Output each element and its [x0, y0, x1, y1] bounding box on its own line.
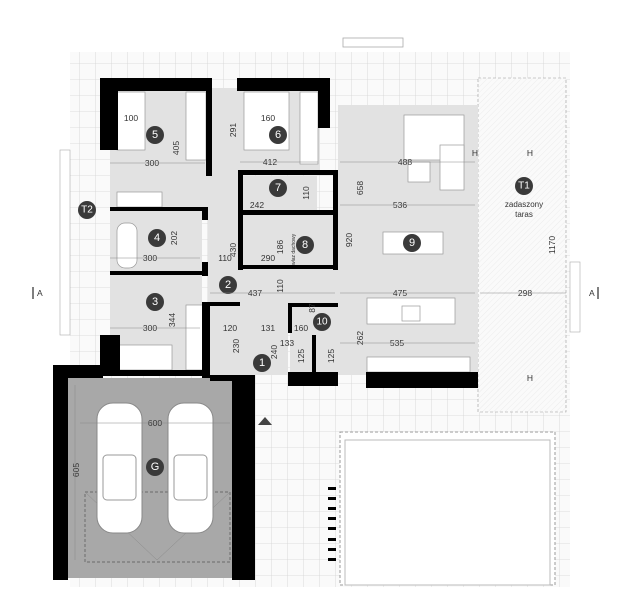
svg-text:658: 658 — [355, 181, 365, 195]
terrace-t1-area — [477, 77, 567, 413]
terrace-note-line1: zadaszony — [505, 200, 543, 209]
svg-text:290: 290 — [261, 253, 275, 263]
pool-basin — [344, 439, 551, 586]
svg-text:405: 405 — [171, 141, 181, 155]
right-terrace-edge — [569, 261, 581, 333]
car-left — [96, 402, 143, 534]
svg-text:262: 262 — [355, 331, 365, 345]
room-label-9: 9 — [403, 234, 421, 252]
svg-text:10: 10 — [316, 317, 328, 328]
bed-single-5 — [116, 91, 146, 151]
svg-text:160: 160 — [261, 113, 275, 123]
svg-text:344: 344 — [167, 313, 177, 327]
cooktop — [401, 305, 421, 322]
svg-text:1: 1 — [259, 357, 265, 369]
svg-text:1170: 1170 — [547, 236, 557, 255]
room-label-7: 7 — [269, 179, 287, 197]
svg-text:H: H — [527, 373, 533, 383]
kitchen-counter — [366, 356, 471, 373]
room-label-6: 6 — [269, 126, 287, 144]
wardrobe-6 — [299, 91, 319, 165]
svg-text:4: 4 — [154, 232, 160, 244]
wardrobe-3 — [185, 304, 205, 371]
dimension-lines — [74, 161, 566, 560]
svg-text:291: 291 — [228, 123, 238, 137]
room-label-3: 3 — [146, 293, 164, 311]
room-2-hall — [208, 88, 238, 378]
svg-text:110: 110 — [218, 253, 232, 263]
room-label-t2: T2 — [78, 201, 96, 219]
room-label-4: 4 — [148, 229, 166, 247]
roof-hatch-note: właz dachowy — [291, 233, 297, 265]
left-terrace-edge — [59, 149, 71, 336]
pool-steps — [328, 487, 336, 561]
svg-text:242: 242 — [250, 200, 264, 210]
svg-text:133: 133 — [280, 338, 294, 348]
svg-text:A: A — [37, 288, 43, 298]
bathtub-4 — [116, 222, 138, 269]
room-8-technical — [242, 214, 336, 268]
room-label-t1: T1 — [515, 177, 533, 195]
svg-text:6: 6 — [275, 129, 281, 141]
svg-text:125: 125 — [296, 349, 306, 363]
section-mark-left: A — [32, 287, 43, 299]
room-label-1: 1 — [253, 354, 271, 372]
svg-text:240: 240 — [269, 345, 279, 359]
svg-text:920: 920 — [344, 233, 354, 247]
terrace-note-line2: taras — [515, 210, 533, 219]
bed-single-3 — [116, 344, 173, 371]
svg-text:100: 100 — [124, 113, 138, 123]
svg-text:T2: T2 — [81, 205, 93, 216]
svg-text:7: 7 — [275, 182, 281, 194]
desk-5 — [116, 191, 163, 208]
svg-text:A: A — [589, 288, 595, 298]
svg-text:120: 120 — [223, 323, 237, 333]
room-label-10: 10 — [313, 313, 331, 331]
svg-text:605: 605 — [71, 463, 81, 477]
svg-text:G: G — [151, 461, 160, 473]
svg-text:230: 230 — [231, 339, 241, 353]
svg-text:110: 110 — [275, 279, 285, 293]
svg-text:T1: T1 — [518, 181, 530, 192]
svg-text:160: 160 — [294, 323, 308, 333]
entrance-arrow-icon — [258, 417, 272, 425]
room-label-g: G — [146, 458, 164, 476]
svg-text:H: H — [527, 148, 533, 158]
svg-text:9: 9 — [409, 237, 415, 249]
svg-text:H: H — [472, 148, 478, 158]
svg-text:110: 110 — [301, 186, 311, 200]
room-label-8: 8 — [296, 236, 314, 254]
svg-text:2: 2 — [225, 279, 231, 291]
top-element — [342, 37, 404, 48]
svg-text:202: 202 — [169, 231, 179, 245]
svg-text:125: 125 — [326, 349, 336, 363]
svg-text:131: 131 — [261, 323, 275, 333]
walls — [53, 78, 478, 580]
car-right — [167, 402, 214, 534]
garage-door — [84, 491, 231, 563]
svg-text:8: 8 — [302, 239, 308, 251]
room-label-5: 5 — [146, 126, 164, 144]
svg-text:5: 5 — [152, 129, 158, 141]
wardrobe-5 — [185, 91, 207, 161]
svg-text:186: 186 — [275, 240, 285, 254]
terrace-marks: H H H — [472, 148, 533, 383]
svg-text:430: 430 — [228, 243, 238, 257]
section-mark-right: A — [589, 287, 599, 299]
sofa-side — [439, 144, 465, 191]
svg-text:87: 87 — [307, 303, 317, 313]
svg-text:3: 3 — [152, 296, 158, 308]
room-label-2: 2 — [219, 276, 237, 294]
